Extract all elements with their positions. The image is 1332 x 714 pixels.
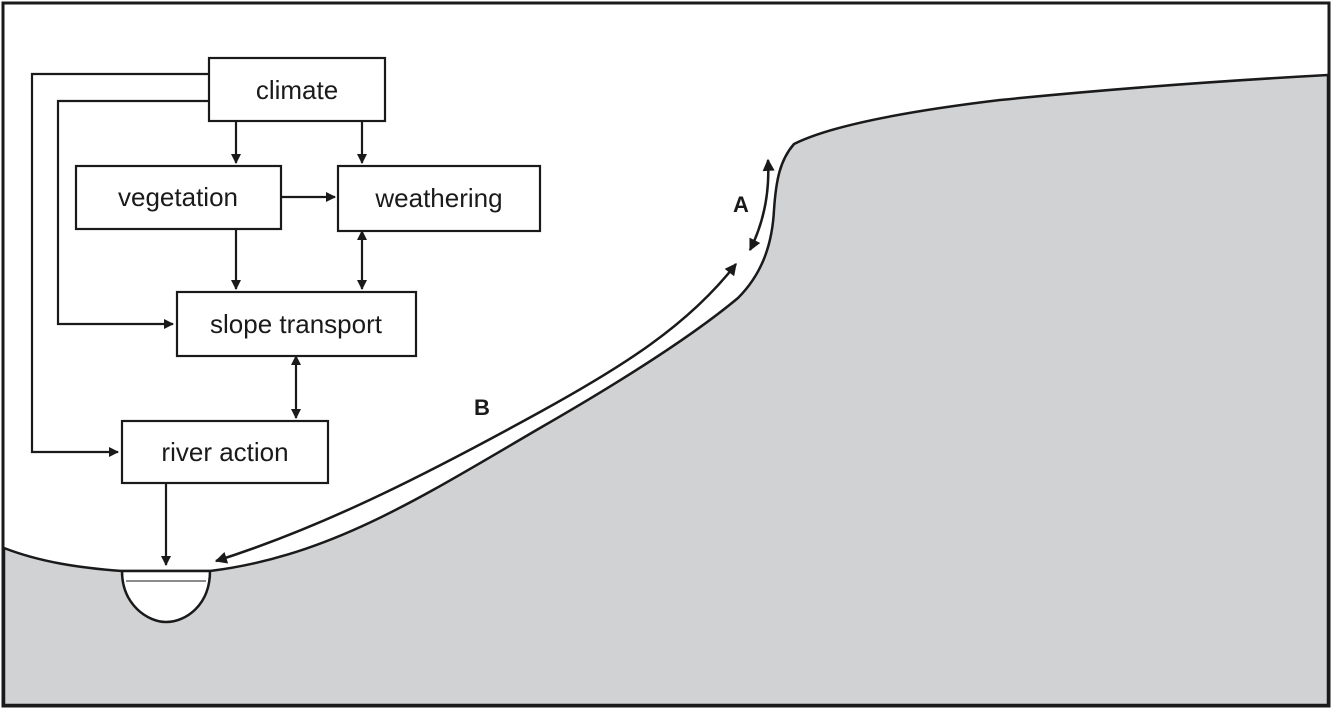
slope-label-b: B (474, 395, 490, 420)
arrow-climate-slope-transport (56, 99, 209, 329)
node-slope-transport-label: slope transport (210, 309, 383, 339)
slope-label-a: A (733, 192, 749, 217)
node-vegetation: vegetation (74, 164, 283, 231)
node-river-action-label: river action (161, 437, 288, 467)
node-slope-transport: slope transport (175, 290, 418, 358)
node-river-action: river action (120, 419, 330, 485)
node-climate: climate (207, 56, 387, 123)
node-vegetation-label: vegetation (118, 182, 238, 212)
slope-arrow-a (748, 158, 775, 252)
node-weathering: weathering (336, 164, 542, 233)
arrow-climate-river-action (30, 72, 209, 457)
node-climate-label: climate (256, 75, 338, 105)
node-weathering-label: weathering (374, 183, 502, 213)
slope-arrow-b (214, 263, 737, 564)
river-channel (120, 569, 212, 624)
